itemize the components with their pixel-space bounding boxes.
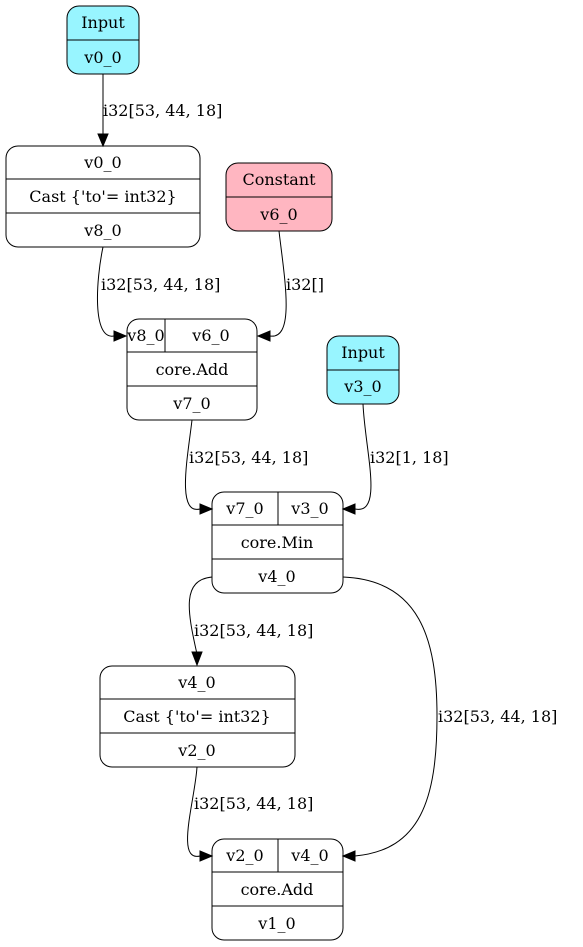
node-output: v7_0 bbox=[172, 394, 210, 413]
edge-line bbox=[185, 419, 201, 510]
edge-e7: i32[53, 44, 18] bbox=[187, 766, 313, 862]
arrowhead bbox=[341, 503, 356, 515]
node-op: core.Add bbox=[241, 880, 314, 899]
node-cast-1[interactable]: v0_0 Cast {'to'= int32} v8_0 bbox=[5, 145, 201, 248]
edge-e2: i32[53, 44, 18] bbox=[96, 246, 220, 342]
edge-line bbox=[187, 766, 201, 857]
node-add-2[interactable]: v2_0 v4_0 core.Add v1_0 bbox=[211, 838, 344, 941]
node-input-port: v2_0 bbox=[225, 846, 263, 865]
arrowhead bbox=[97, 133, 109, 148]
edge-line bbox=[342, 576, 438, 857]
edge-label: i32[1, 18] bbox=[370, 448, 449, 467]
node-op: Cast {'to'= int32} bbox=[29, 187, 176, 206]
node-input-v0[interactable]: Input v0_0 bbox=[66, 5, 140, 75]
arrowhead bbox=[256, 330, 271, 342]
node-title: Input bbox=[81, 13, 125, 32]
edge-e4: i32[53, 44, 18] bbox=[185, 419, 308, 515]
edge-e1: i32[53, 44, 18] bbox=[97, 74, 222, 148]
arrowhead bbox=[191, 651, 203, 667]
edge-line bbox=[96, 246, 115, 337]
edge-e3: i32[] bbox=[256, 230, 324, 342]
node-op: core.Add bbox=[156, 360, 229, 379]
node-output: v3_0 bbox=[343, 377, 381, 396]
node-input-port: v4_0 bbox=[177, 673, 215, 692]
edge-label: i32[53, 44, 18] bbox=[103, 101, 222, 120]
node-input-port: v0_0 bbox=[83, 153, 121, 172]
edge-label: i32[53, 44, 18] bbox=[194, 621, 313, 640]
node-min-1[interactable]: v7_0 v3_0 core.Min v4_0 bbox=[211, 491, 344, 594]
node-input-port: v8_0 bbox=[126, 326, 164, 345]
node-output: v6_0 bbox=[259, 205, 297, 224]
edge-line bbox=[269, 230, 287, 337]
arrowhead bbox=[199, 850, 214, 862]
node-output: v0_0 bbox=[83, 48, 121, 67]
edge-line bbox=[188, 576, 213, 655]
node-title: Input bbox=[341, 343, 385, 362]
edge-e5: i32[1, 18] bbox=[341, 403, 449, 515]
edge-e8: i32[53, 44, 18] bbox=[341, 576, 557, 862]
node-output: v4_0 bbox=[257, 567, 295, 586]
edge-label: i32[] bbox=[286, 275, 324, 294]
node-output: v2_0 bbox=[177, 741, 215, 760]
edge-label: i32[53, 44, 18] bbox=[438, 707, 557, 726]
edge-label: i32[53, 44, 18] bbox=[189, 448, 308, 467]
edge-label: i32[53, 44, 18] bbox=[101, 275, 220, 294]
node-title: Constant bbox=[242, 170, 316, 189]
node-output: v1_0 bbox=[257, 914, 295, 933]
node-input-v3[interactable]: Input v3_0 bbox=[326, 335, 400, 405]
edge-e6: i32[53, 44, 18] bbox=[188, 576, 313, 667]
node-input-port: v7_0 bbox=[225, 499, 263, 518]
arrowhead bbox=[341, 850, 356, 862]
edge-label: i32[53, 44, 18] bbox=[194, 794, 313, 813]
node-input-port: v6_0 bbox=[191, 326, 229, 345]
node-input-port: v3_0 bbox=[290, 499, 328, 518]
node-op: core.Min bbox=[241, 533, 314, 552]
node-input-port: v4_0 bbox=[290, 846, 328, 865]
node-add-1[interactable]: v8_0 v6_0 core.Add v7_0 bbox=[126, 318, 258, 421]
node-op: Cast {'to'= int32} bbox=[123, 707, 270, 726]
node-cast-2[interactable]: v4_0 Cast {'to'= int32} v2_0 bbox=[99, 665, 296, 768]
node-cast-2-box bbox=[99, 665, 296, 768]
node-output: v8_0 bbox=[83, 221, 121, 240]
node-constant-v6[interactable]: Constant v6_0 bbox=[225, 162, 333, 232]
arrowhead bbox=[113, 330, 128, 342]
edge-line bbox=[354, 403, 372, 510]
arrowhead bbox=[199, 503, 214, 515]
